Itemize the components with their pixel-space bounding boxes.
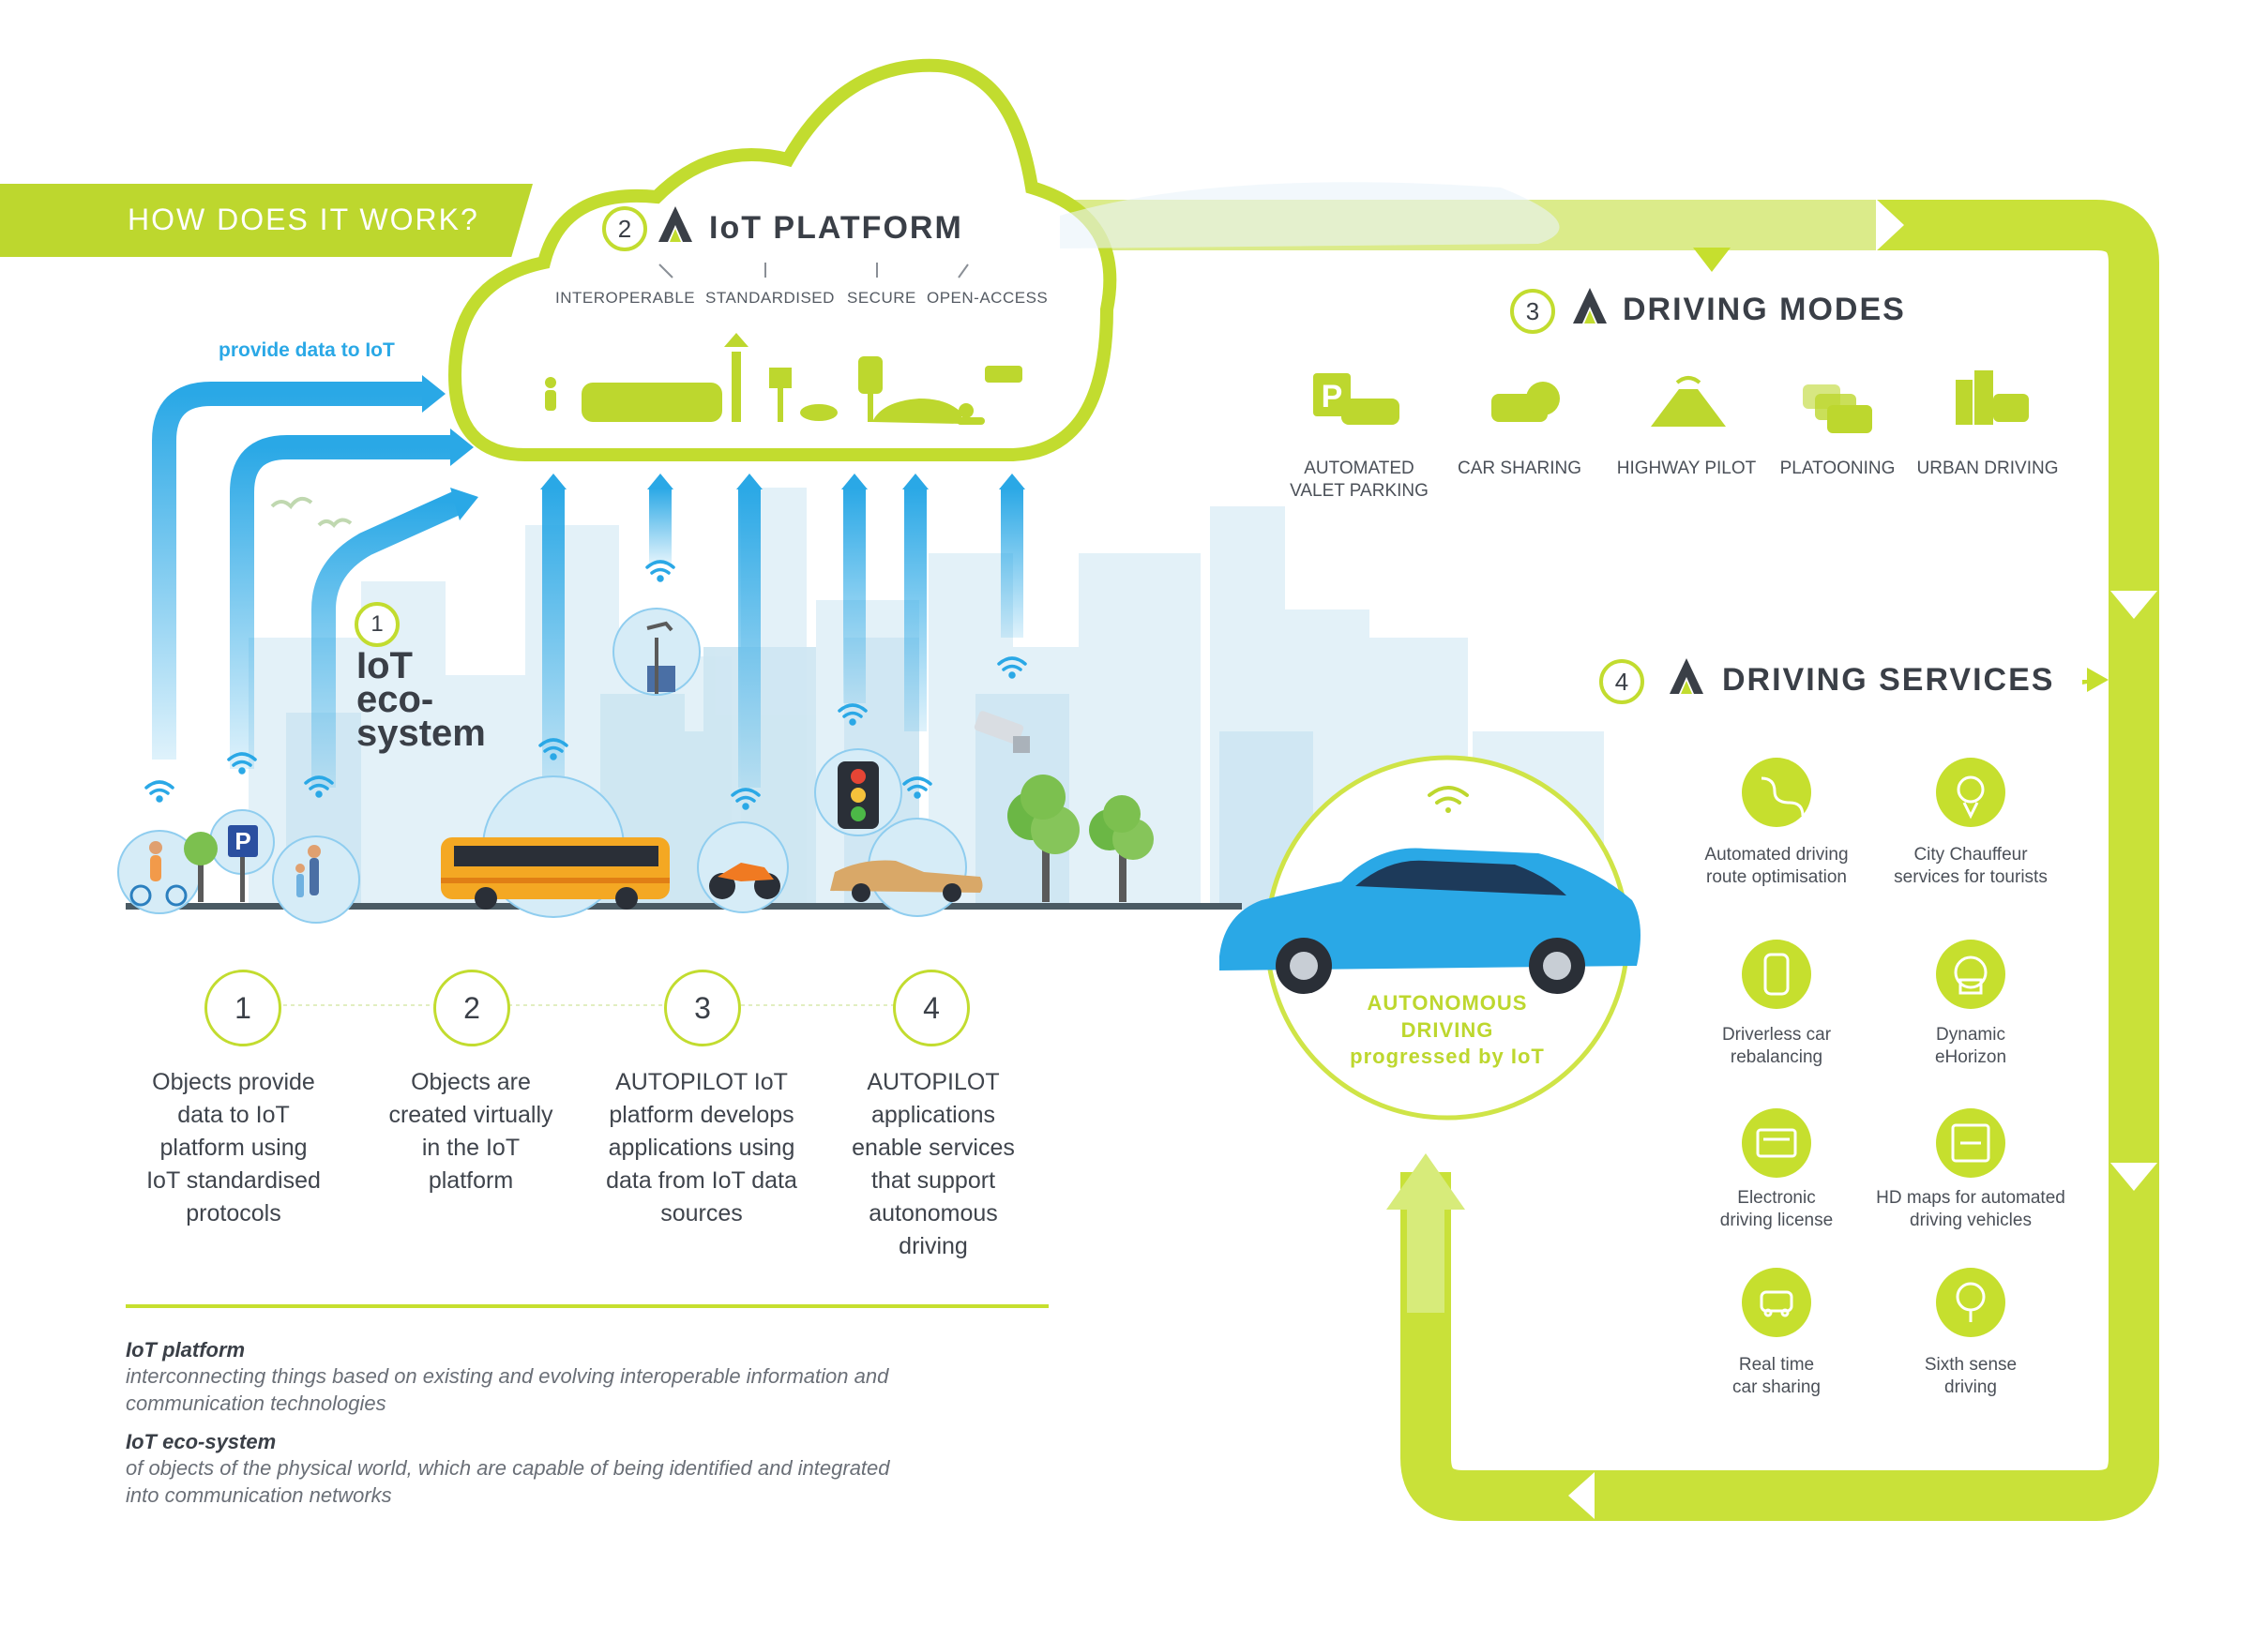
driving-modes-step-number: 3 [1510,289,1555,334]
ecosystem-title: IoT eco- system [356,645,486,754]
step-number-4: 4 [893,970,970,1046]
mode-label-valet-parking: AUTOMATED VALET PARKING [1290,459,1429,501]
glossary-divider [126,1304,1049,1308]
driving-services-title: DRIVING SERVICES [1722,662,2055,698]
provide-data-label: provide data to IoT [219,339,395,361]
ehorizon-icon [1936,940,2005,1009]
header-banner [0,184,533,257]
glossary-def-platform: interconnecting things based on existing… [126,1364,889,1415]
license-icon [1742,1108,1811,1178]
glossary-term-ecosystem: IoT eco-system [126,1430,277,1453]
platform-attr-secure: SECURE [847,289,916,307]
step-number-1: 1 [204,970,281,1046]
mode-label-urban-driving: URBAN DRIVING [1916,459,2059,478]
step-number-2: 2 [433,970,510,1046]
driving-modes-title: DRIVING MODES [1623,292,1906,327]
platform-attr-standardised: STANDARDISED [705,289,835,307]
platform-attr-open-access: OPEN-ACCESS [927,289,1049,307]
autopilot-logo-icon [1573,288,1607,323]
ecosystem-step-number: 1 [355,602,400,647]
platform-step-number: 2 [602,206,647,251]
page-title: HOW DOES IT WORK? [128,203,479,236]
real-time-sharing-icon [1742,1268,1811,1337]
driving-services-step-number: 4 [1599,659,1644,704]
road-line [126,903,1242,910]
mode-label-car-sharing: CAR SHARING [1458,459,1581,478]
platform-attr-interoperable: INTEROPERABLE [555,289,696,307]
sixth-sense-icon [1936,1268,2005,1337]
autopilot-logo-icon [658,206,692,242]
glossary-term-platform: IoT platform [126,1338,246,1362]
mode-label-highway-pilot: HIGHWAY PILOT [1616,459,1757,478]
autopilot-logo-icon [1670,658,1703,694]
mode-label-platooning: PLATOONING [1779,459,1896,478]
step-number-3: 3 [664,970,741,1046]
glossary-def-ecosystem: of objects of the physical world, which … [126,1456,890,1507]
route-icon [1742,758,1811,827]
driverless-car-icon [1742,940,1811,1009]
svg-text:P: P [234,827,250,855]
autonomous-driving-label: AUTONOMOUS DRIVING progressed by IoT [1350,991,1545,1069]
svg-text:P: P [1322,379,1343,414]
platform-title: IoT PLATFORM [709,210,963,246]
